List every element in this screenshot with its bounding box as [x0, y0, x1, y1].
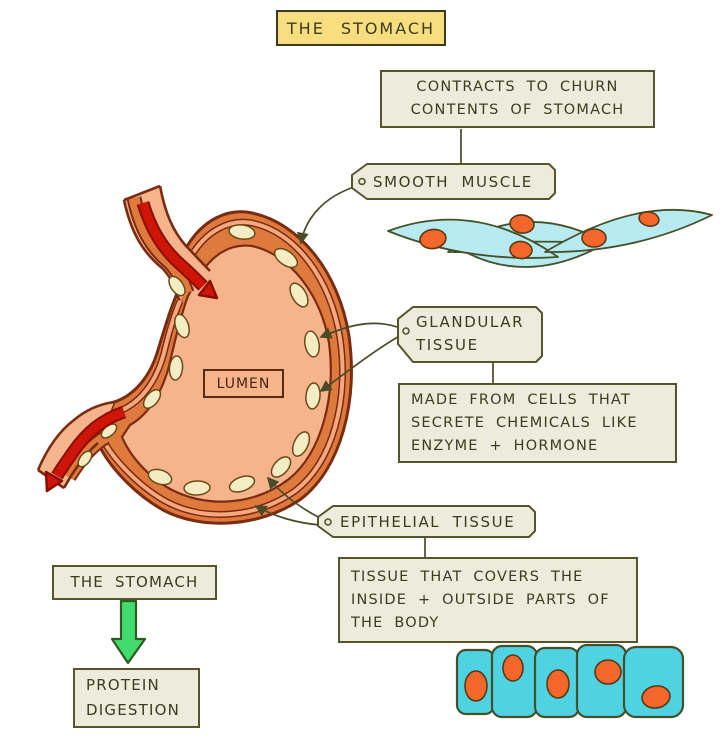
- glandular-tissue-label: GLANDULAR TISSUE: [416, 311, 524, 357]
- epithelial-note-line1: TISSUE THAT COVERS THE: [351, 568, 584, 585]
- glandular-cells-in-wall: [77, 224, 321, 496]
- smooth-muscle-note-line2: CONTENTS OF STOMACH: [410, 102, 625, 118]
- stomach-wall-layer-line-light: [104, 220, 345, 517]
- connector-glandular-to-wall-lower: [319, 334, 402, 392]
- stomach-wall-layer-line-left-light: [121, 300, 182, 412]
- epithelial-tissue-tag-shape: [317, 505, 536, 538]
- glandular-note-line1: MADE FROM CELLS THAT: [411, 391, 631, 408]
- epithelial-tissue-tag-hole: [324, 518, 332, 526]
- digestion-flow-arrow-icon: [110, 599, 147, 665]
- glandular-tissue-tag-shape: [397, 306, 543, 363]
- smooth-muscle-label: SMOOTH MUSCLE: [373, 173, 533, 191]
- epithelial-note-line2: INSIDE + OUTSIDE PARTS OF: [351, 591, 610, 608]
- smooth-muscle-tag-hole: [358, 177, 366, 186]
- glandular-tissue-label-line2: TISSUE: [416, 336, 479, 354]
- epithelial-tissue-label: EPITHELIAL TISSUE: [340, 513, 516, 531]
- glandular-note-line2: SECRETE CHEMICALS LIKE: [411, 414, 638, 431]
- smooth-muscle-cells-illustration: [387, 208, 713, 268]
- connector-glandular-to-wall-upper: [319, 322, 401, 339]
- connector-smooth-tag-to-wall: [296, 185, 358, 245]
- epithelial-note-line3: THE BODY: [351, 614, 440, 631]
- glandular-tissue-label-line1: GLANDULAR: [416, 313, 525, 331]
- stomach-illustration: [36, 184, 353, 525]
- smooth-muscle-note-line1: CONTRACTS TO CHURN: [416, 79, 619, 95]
- food-inflow-arrow-icon: [136, 201, 219, 300]
- connector-epithelial-to-wall-upper: [266, 476, 323, 520]
- food-outflow-arrow-icon: [44, 405, 127, 493]
- glandular-tissue-tag-hole: [402, 327, 410, 335]
- lumen-label-box: LUMEN: [203, 369, 284, 398]
- flowchart-result-box: PROTEIN DIGESTION: [73, 668, 200, 728]
- diagram-title-box: THE STOMACH: [276, 10, 446, 46]
- flowchart-source-label: THE STOMACH: [70, 573, 199, 591]
- smooth-muscle-tag-shape: [351, 163, 556, 200]
- label-tags: [317, 163, 556, 538]
- lumen-label: LUMEN: [216, 375, 271, 392]
- diagram-title: THE STOMACH: [286, 18, 436, 38]
- smooth-muscle-note-box: CONTRACTS TO CHURN CONTENTS OF STOMACH: [380, 70, 655, 128]
- epithelial-cells-illustration: [455, 643, 685, 719]
- glandular-tissue-note-box: MADE FROM CELLS THAT SECRETE CHEMICALS L…: [398, 383, 677, 463]
- connector-epithelial-to-wall-lower: [254, 505, 321, 526]
- flowchart-result-line2: DIGESTION: [86, 701, 181, 719]
- glandular-note-line3: ENZYME + HORMONE: [411, 437, 599, 454]
- flowchart-source-box: THE STOMACH: [52, 565, 217, 600]
- connector-lines: [254, 129, 494, 557]
- epithelial-tissue-note-box: TISSUE THAT COVERS THE INSIDE + OUTSIDE …: [338, 557, 638, 643]
- flowchart-result-line1: PROTEIN: [86, 676, 160, 694]
